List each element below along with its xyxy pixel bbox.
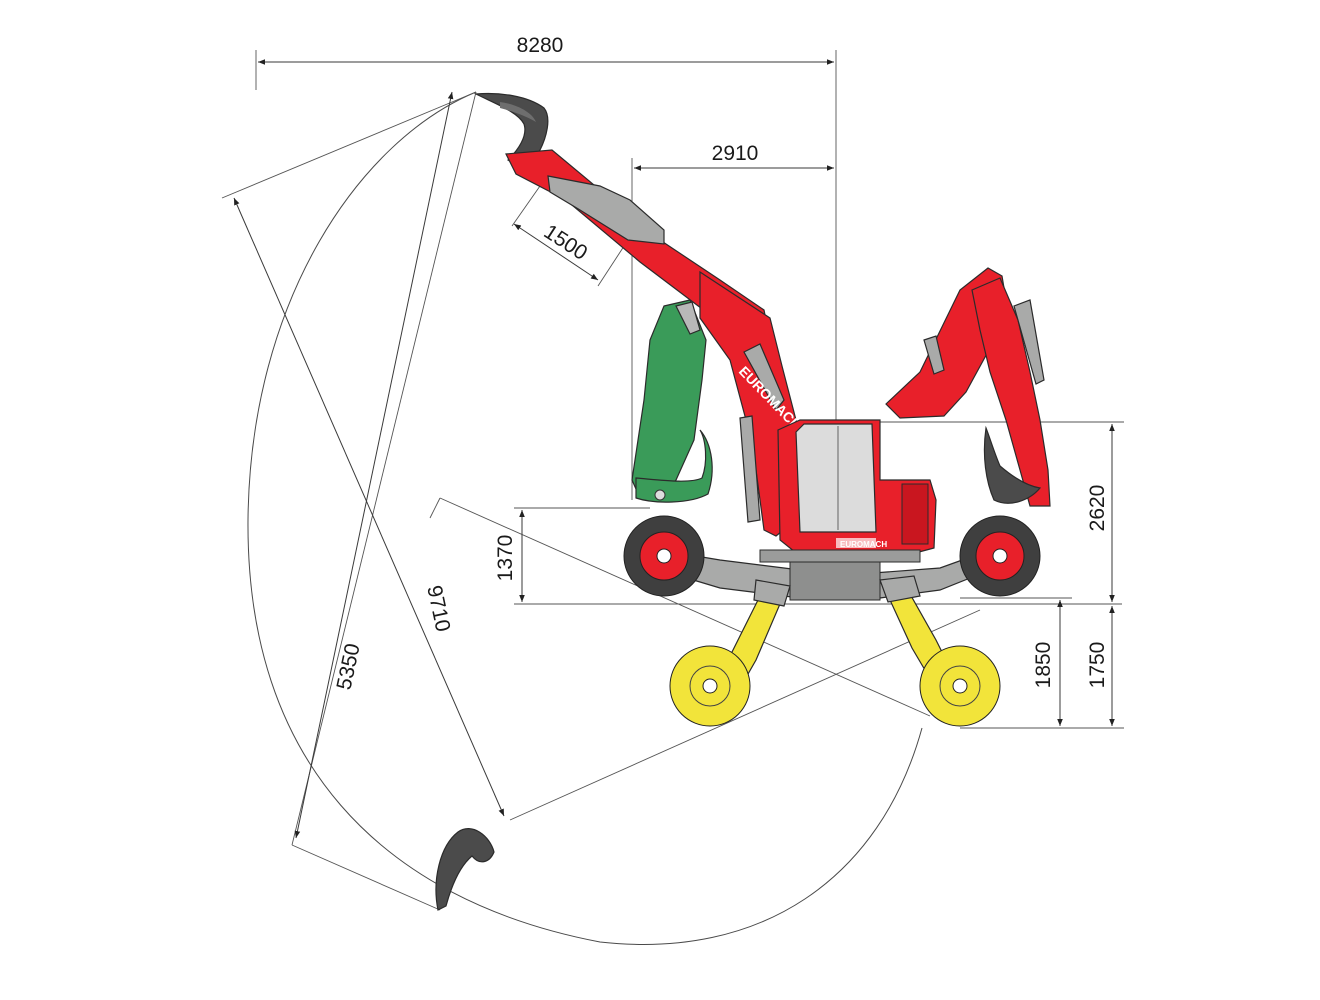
front-wheel (623, 515, 705, 597)
dimension-overall-reach: 8280 (255, 34, 837, 420)
alternate-arm-position (631, 299, 713, 503)
chassis (659, 549, 1001, 601)
cab-logo: EUROMACH (840, 540, 887, 549)
lowered-leg-rear (879, 575, 1001, 727)
lowered-leg-front (669, 579, 791, 727)
dimension-dig-depth: 5350 (294, 91, 454, 839)
dimension-ground-clearance: 1370 (494, 507, 1122, 605)
dim-ground-clearance-label: 1370 (494, 535, 517, 582)
main-boom: EUROMACH (505, 149, 805, 537)
dim-radius-label: 9710 (422, 583, 454, 633)
dim-cab-to-front-label: 2910 (712, 142, 759, 165)
dim-overall-reach-label: 8280 (517, 34, 564, 57)
dimension-rear-height: 2620 (880, 421, 1124, 602)
dim-lowered-wheel-2-label: 1750 (1086, 642, 1109, 689)
dim-lowered-wheel-1-label: 1850 (1032, 642, 1055, 689)
dim-dig-depth-label: 5350 (333, 641, 365, 691)
dimension-lowered-wheels: 1850 1750 (960, 597, 1124, 729)
dimension-radius: 9710 (233, 197, 505, 817)
rear-backhoe-arm (885, 267, 1051, 507)
dim-rear-height-label: 2620 (1086, 485, 1109, 532)
bucket-bottom-position (435, 828, 495, 911)
cab: EUROMACH (777, 419, 937, 557)
rear-wheel (959, 515, 1041, 597)
dimension-cab-to-front: 2910 (631, 142, 834, 500)
